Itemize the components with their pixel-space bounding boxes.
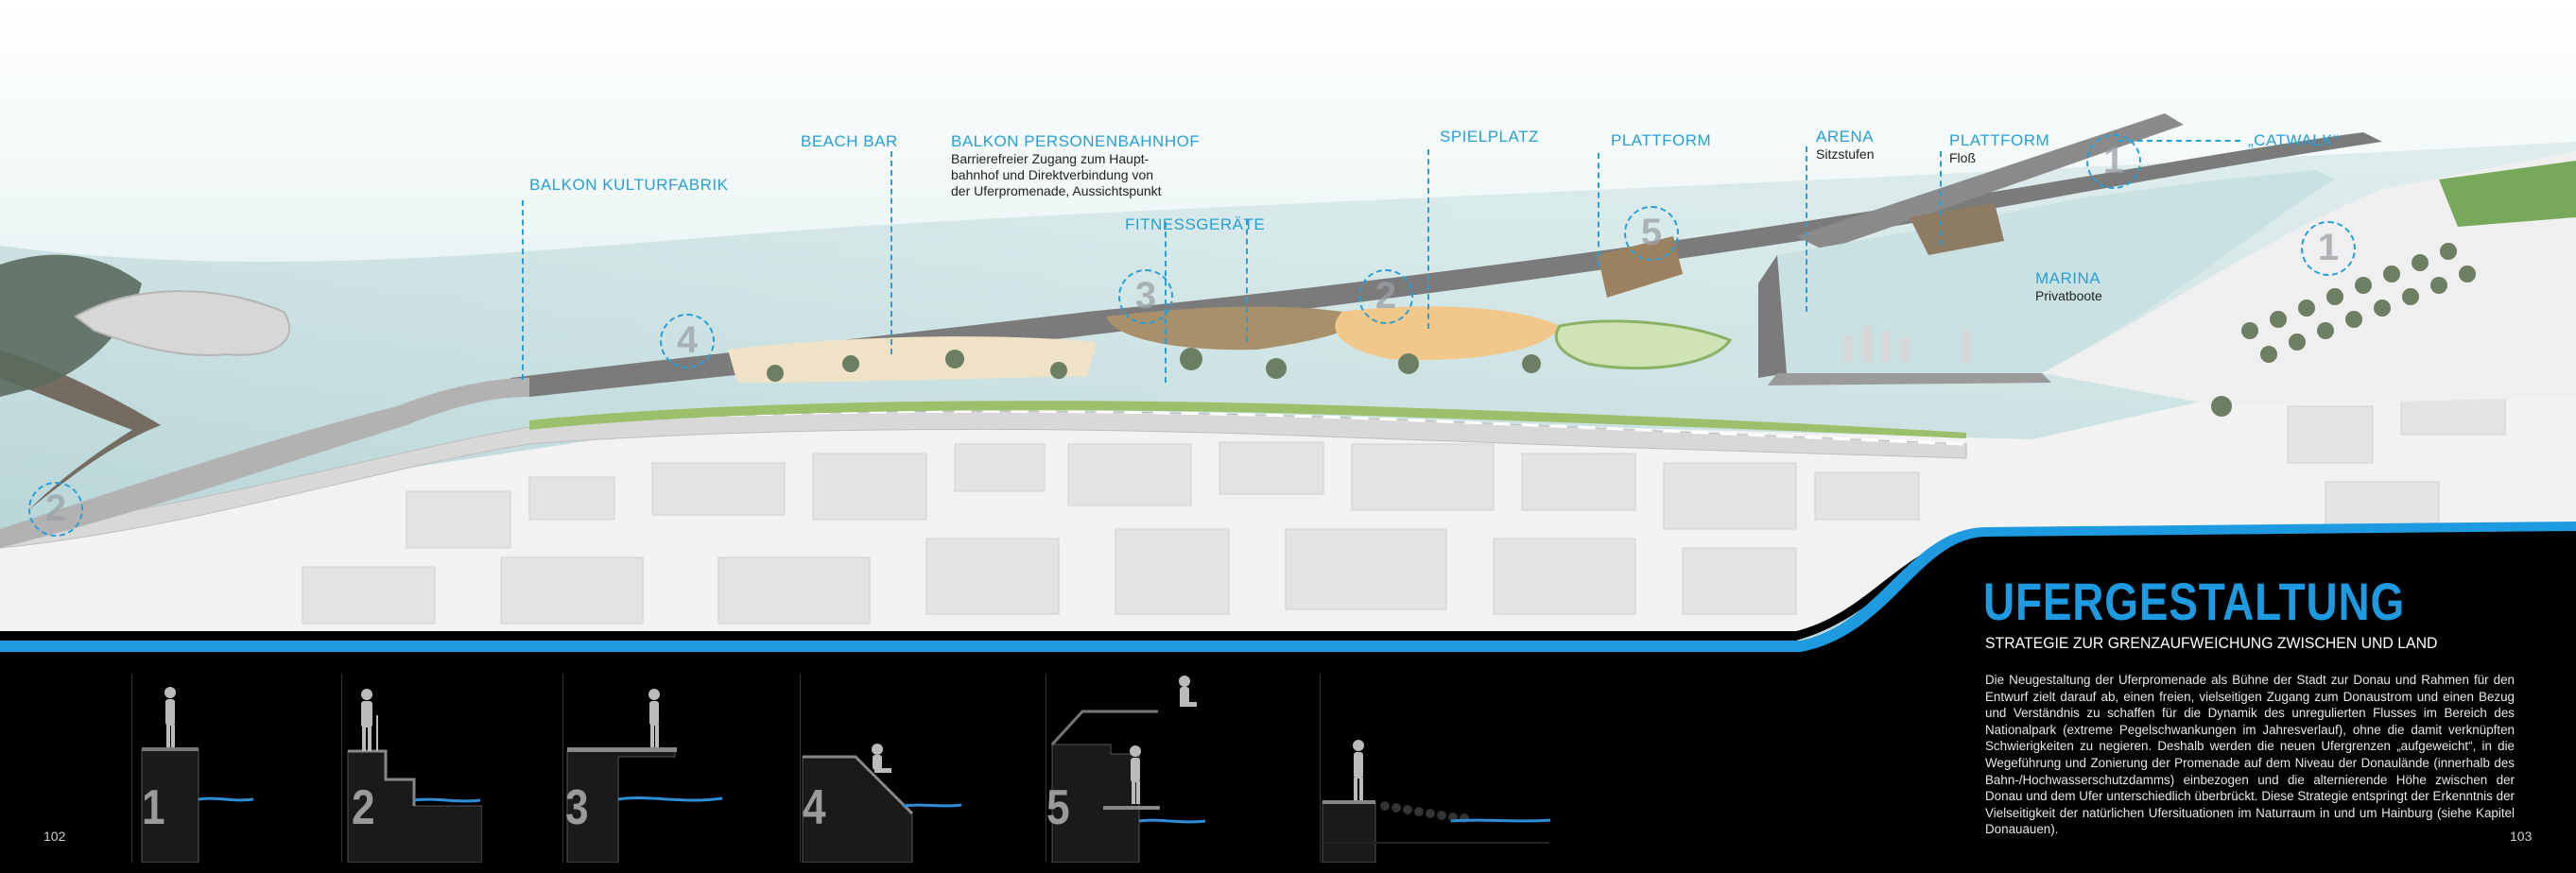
leader-spielplatz (1427, 149, 1429, 329)
panel-number: 3 (565, 780, 589, 835)
map-label-catwalk: „CATWALK“ (2248, 131, 2340, 149)
map-marker: 1 (2301, 221, 2356, 276)
panel-number: 4 (803, 780, 826, 835)
leader-beach-bar (890, 151, 892, 354)
body-text: Die Neugestaltung der Uferpromenade als … (1985, 673, 2515, 837)
leader-balkon-kulturfabrik (522, 200, 524, 380)
map-marker: 4 (660, 314, 715, 368)
leader-arena (1806, 146, 1807, 312)
map-label-balkon-personenbahnhof: BALKON PERSONENBAHNHOF Barrierefreier Zu… (951, 132, 1201, 198)
page-number-right: 103 (2510, 829, 2533, 844)
sitting-person-icon (872, 744, 891, 773)
page-number-left: 102 (43, 829, 66, 844)
map-label-spielplatz: SPIELPLATZ (1440, 128, 1539, 146)
site-plan (0, 0, 2576, 661)
section-diagram-1: 1 (130, 674, 263, 863)
leader-plattform-floss (1940, 151, 1942, 246)
section-diagram-5: 5 (1045, 674, 1215, 863)
leader-plattform (1598, 153, 1599, 266)
map-label-marina: MARINA Privatboote (2035, 269, 2102, 303)
sitting-person-icon (1179, 676, 1197, 707)
person-silhouette-icon (648, 689, 660, 747)
person-silhouette-icon (1130, 745, 1141, 804)
map-label-fitnessgeraete: FITNESSGERÄTE (1125, 215, 1266, 233)
map-marker: 2 (1358, 269, 1413, 324)
panel-number: 5 (1046, 780, 1070, 835)
panel-number: 1 (142, 780, 165, 835)
section-subtitle: STRATEGIE ZUR GRENZAUFWEICHUNG ZWISCHEN … (1985, 634, 2438, 652)
map-label-arena: ARENA Sitzstufen (1816, 128, 1875, 162)
panel-number: 2 (352, 780, 375, 835)
section-diagram-3: 3 (562, 674, 727, 863)
section-diagram-4: 4 (799, 674, 964, 863)
section-title: UFERGESTALTUNG (1983, 572, 2406, 631)
section-diagram-2: 2 (340, 674, 482, 863)
map-marker: 3 (1118, 269, 1173, 324)
person-silhouette-icon (164, 687, 176, 747)
person-silhouette-icon (1353, 740, 1364, 800)
map-label-beach-bar: BEACH BAR (801, 132, 898, 150)
leader-catwalk (2118, 140, 2240, 142)
person-with-cane-icon (361, 689, 378, 751)
map-marker: 5 (1624, 206, 1679, 261)
section-diagram-6 (1319, 674, 1565, 863)
map-marker: 2 (28, 482, 83, 537)
map-label-plattform: PLATTFORM (1611, 131, 1712, 149)
map-label-plattform-floss: PLATTFORM Floß (1949, 131, 2050, 165)
map-label-balkon-kulturfabrik: BALKON KULTURFABRIK (529, 176, 729, 194)
leader-fitnessgeraete (1246, 219, 1248, 342)
map-marker: 1 (2086, 134, 2141, 189)
